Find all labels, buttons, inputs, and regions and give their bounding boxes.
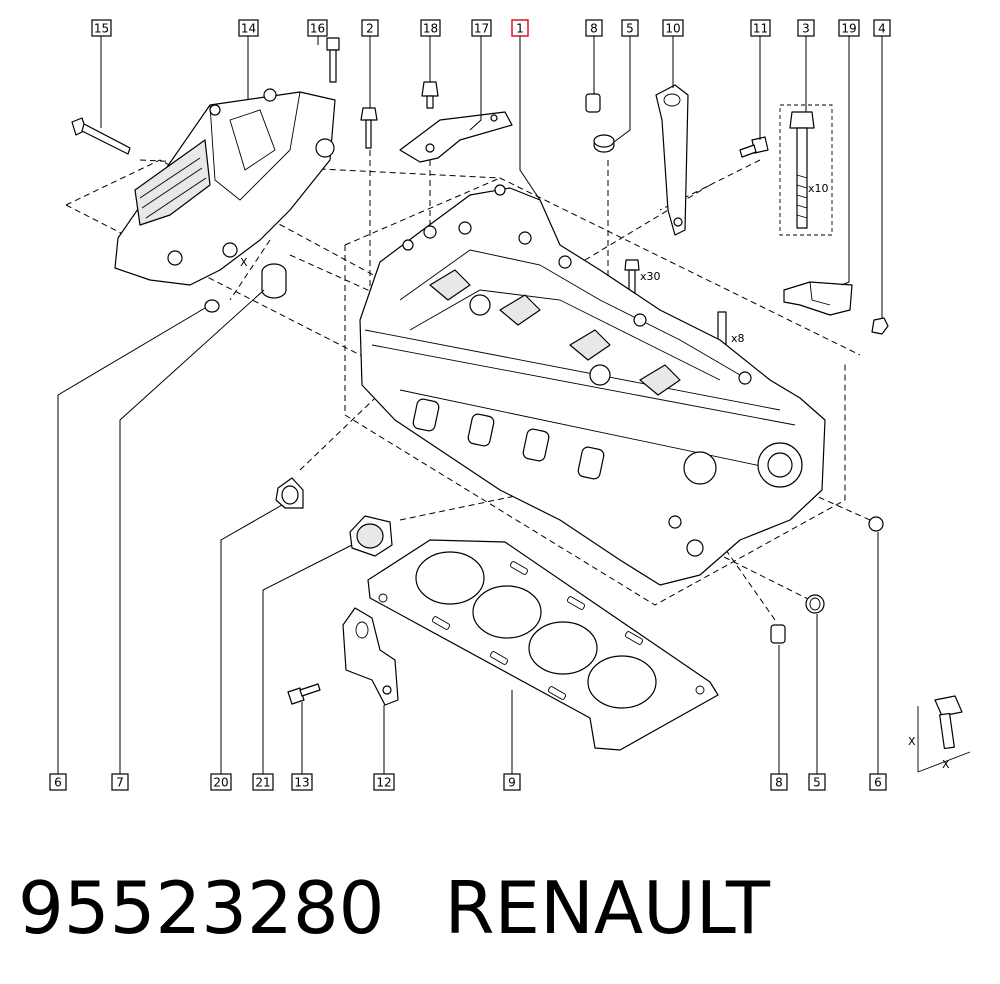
seal-20 bbox=[275, 477, 304, 509]
axis-x-label-1: X bbox=[240, 256, 248, 269]
cam-cover-bolt: x30 bbox=[624, 259, 661, 297]
callout-2: 2 bbox=[361, 19, 379, 37]
svg-text:15: 15 bbox=[94, 22, 109, 36]
bolt-11 bbox=[739, 136, 769, 158]
part-number: 95523280 bbox=[18, 866, 385, 950]
callout-4: 4 bbox=[873, 19, 891, 37]
svg-text:11: 11 bbox=[753, 22, 768, 36]
qty-x30: x30 bbox=[640, 270, 661, 283]
callout-15: 15 bbox=[91, 19, 112, 37]
svg-text:18: 18 bbox=[423, 22, 438, 36]
svg-text:3: 3 bbox=[802, 22, 810, 36]
svg-text:17: 17 bbox=[474, 22, 489, 36]
bracket-12 bbox=[342, 607, 399, 706]
svg-text:19: 19 bbox=[841, 22, 856, 36]
bolt-18 bbox=[421, 81, 439, 109]
engine-mount-bracket bbox=[114, 88, 336, 286]
svg-text:12: 12 bbox=[376, 776, 391, 790]
bolt-13 bbox=[287, 683, 321, 705]
qty-x10: x10 bbox=[808, 182, 829, 195]
head-gasket-9 bbox=[367, 539, 719, 751]
svg-text:14: 14 bbox=[241, 22, 256, 36]
qty-x8: x8 bbox=[731, 332, 745, 345]
callout-10: 10 bbox=[662, 19, 684, 37]
stud-16 bbox=[326, 37, 340, 83]
dowel-7: X bbox=[240, 256, 287, 299]
head-bolt-3: x10 bbox=[779, 104, 833, 236]
cylinder-head bbox=[359, 184, 826, 586]
callout-5: 5 bbox=[621, 19, 639, 37]
dowel-8-top bbox=[585, 93, 601, 113]
svg-text:13: 13 bbox=[294, 776, 309, 790]
svg-text:6: 6 bbox=[874, 776, 882, 790]
callout-9: 9 bbox=[503, 773, 521, 791]
callouts-bottom: 6 7 20 21 13 12 9 8 5 6 bbox=[49, 773, 887, 791]
svg-text:8: 8 bbox=[775, 776, 783, 790]
callout-8: 8 bbox=[585, 19, 603, 37]
dowel-8-bottom bbox=[770, 624, 786, 644]
part-caption: 95523280 RENAULT bbox=[18, 858, 770, 958]
callout-19: 19 bbox=[838, 19, 860, 37]
svg-text:9: 9 bbox=[508, 776, 516, 790]
callouts-top: 15 14 16 2 18 17 1 8 5 10 11 3 19 4 bbox=[91, 19, 891, 37]
callout-17: 17 bbox=[471, 19, 492, 37]
svg-text:16: 16 bbox=[310, 22, 325, 36]
brand-name: RENAULT bbox=[444, 866, 770, 950]
callout-16: 16 bbox=[307, 19, 328, 37]
svg-text:1: 1 bbox=[516, 22, 524, 36]
callout-14: 14 bbox=[238, 19, 259, 37]
lifting-eye-10 bbox=[655, 84, 689, 236]
bracket-17 bbox=[399, 111, 513, 163]
nut-4 bbox=[871, 317, 889, 335]
callout-6-bottom-right: 6 bbox=[869, 773, 887, 791]
exploded-parts-diagram: x10 x30 x8 X bbox=[49, 19, 971, 791]
svg-text:20: 20 bbox=[213, 776, 228, 790]
svg-text:5: 5 bbox=[626, 22, 634, 36]
callout-18: 18 bbox=[420, 19, 441, 37]
svg-text:8: 8 bbox=[590, 22, 598, 36]
callout-8-bottom: 8 bbox=[770, 773, 788, 791]
axis-x-label-3: X bbox=[942, 758, 950, 771]
bolt-2 bbox=[360, 107, 378, 149]
plug-5-top bbox=[593, 134, 615, 153]
callout-11: 11 bbox=[750, 19, 771, 37]
callout-21: 21 bbox=[252, 773, 274, 791]
svg-text:2: 2 bbox=[366, 22, 374, 36]
seal-6-left bbox=[204, 299, 220, 313]
bracket-19 bbox=[783, 281, 853, 316]
stud-x8: x8 bbox=[717, 311, 745, 358]
callout-1-highlighted: 1 bbox=[511, 19, 529, 37]
callout-12: 12 bbox=[373, 773, 395, 791]
svg-text:6: 6 bbox=[54, 776, 62, 790]
callout-7: 7 bbox=[111, 773, 129, 791]
bolt-dimension-inset: X X bbox=[908, 695, 971, 773]
svg-text:7: 7 bbox=[116, 776, 124, 790]
callout-20: 20 bbox=[210, 773, 232, 791]
cover-21 bbox=[349, 515, 393, 557]
svg-text:21: 21 bbox=[255, 776, 270, 790]
svg-text:10: 10 bbox=[665, 22, 680, 36]
plug-5-bottom bbox=[805, 594, 825, 614]
bolt-15 bbox=[71, 117, 131, 155]
seal-6-right bbox=[868, 516, 884, 532]
svg-text:5: 5 bbox=[813, 776, 821, 790]
axis-x-label-2: X bbox=[908, 735, 916, 748]
callout-3: 3 bbox=[797, 19, 815, 37]
callout-5-bottom: 5 bbox=[808, 773, 826, 791]
leader-lines bbox=[57, 36, 883, 775]
svg-text:4: 4 bbox=[878, 22, 886, 36]
callout-13: 13 bbox=[291, 773, 313, 791]
callout-6-bottom-left: 6 bbox=[49, 773, 67, 791]
